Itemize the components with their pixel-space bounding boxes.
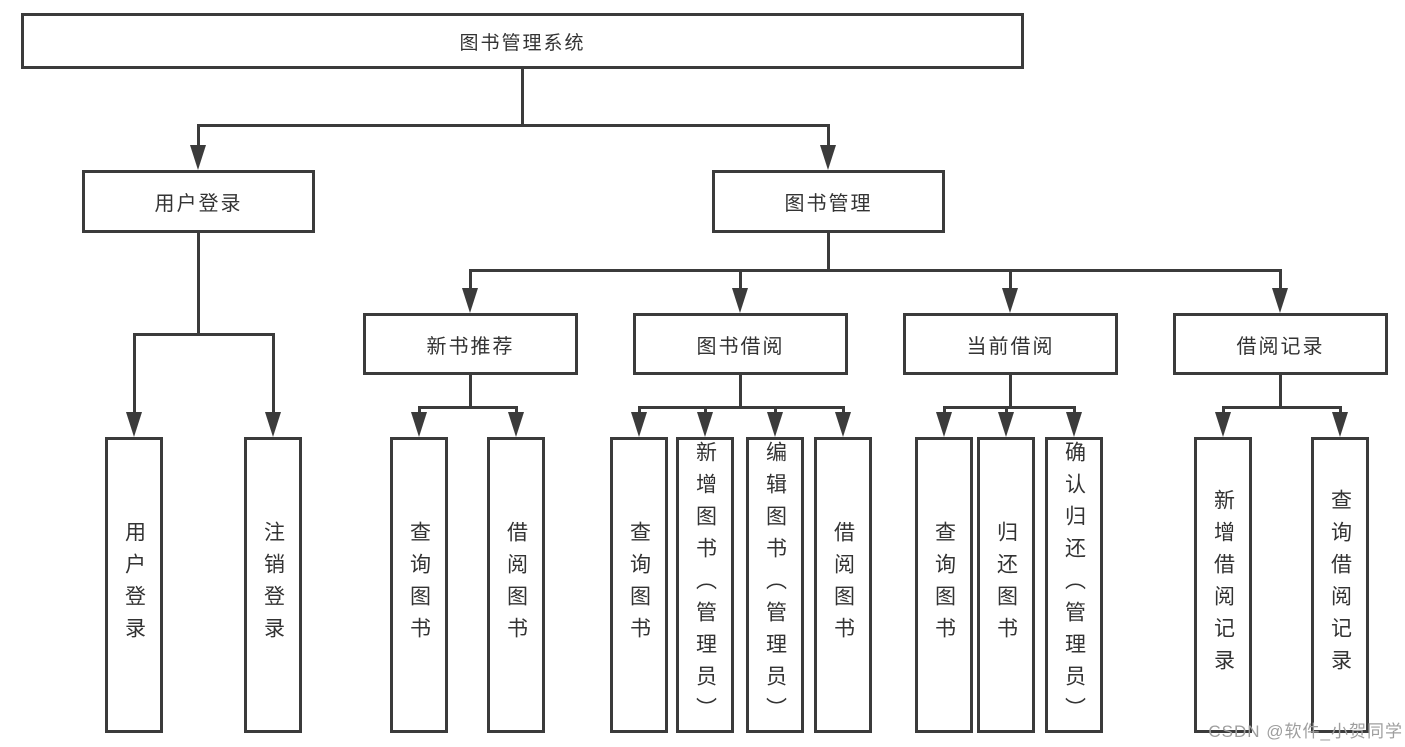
leaf-query-books-1: 查询图书 bbox=[390, 437, 448, 733]
node-label: 归还图书 bbox=[994, 521, 1018, 649]
arrowhead bbox=[190, 145, 206, 170]
connector-stem bbox=[842, 406, 845, 415]
arrowhead bbox=[936, 412, 952, 437]
node-label: 查询图书 bbox=[932, 521, 956, 649]
node-borrow-record: 借阅记录 bbox=[1173, 313, 1388, 375]
connector-stem bbox=[774, 406, 777, 415]
connector-hline bbox=[1222, 406, 1342, 409]
arrowhead bbox=[697, 412, 713, 437]
node-label: 查询借阅记录 bbox=[1328, 489, 1352, 681]
arrowhead bbox=[126, 412, 142, 437]
connector-stem bbox=[1005, 406, 1008, 415]
arrowhead bbox=[1215, 412, 1231, 437]
connector-vline bbox=[521, 69, 524, 127]
arrowhead bbox=[998, 412, 1014, 437]
connector-hline bbox=[418, 406, 518, 409]
leaf-user-login: 用户登录 bbox=[105, 437, 163, 733]
leaf-add-borrow-record: 新增借阅记录 bbox=[1194, 437, 1252, 733]
arrowhead bbox=[508, 412, 524, 437]
connector-vline bbox=[1009, 375, 1012, 408]
arrowhead bbox=[1332, 412, 1348, 437]
node-label: 查询图书 bbox=[407, 521, 431, 649]
connector-vline bbox=[197, 233, 200, 334]
node-user-login: 用户登录 bbox=[82, 170, 315, 233]
connector-stem bbox=[638, 406, 641, 415]
node-label: 编辑图书（管理员） bbox=[763, 441, 787, 729]
connector-hline bbox=[469, 269, 1282, 272]
node-label: 确认归还（管理员） bbox=[1062, 441, 1086, 729]
node-label: 查询图书 bbox=[627, 521, 651, 649]
connector-hline bbox=[133, 333, 275, 336]
connector-vline bbox=[739, 375, 742, 408]
connector-stem bbox=[469, 269, 472, 290]
arrowhead bbox=[1002, 288, 1018, 313]
connector-stem bbox=[1073, 406, 1076, 415]
node-label: 注销登录 bbox=[261, 521, 285, 649]
connector-stem bbox=[827, 124, 830, 146]
connector-stem bbox=[1279, 269, 1282, 290]
node-label: 当前借阅 bbox=[966, 335, 1055, 358]
connector-hline bbox=[638, 406, 845, 409]
connector-stem bbox=[1339, 406, 1342, 415]
connector-hline bbox=[197, 124, 830, 127]
leaf-add-books-admin: 新增图书（管理员） bbox=[676, 437, 734, 733]
connector-stem bbox=[418, 406, 421, 415]
arrowhead bbox=[265, 412, 281, 437]
leaf-query-books-2: 查询图书 bbox=[610, 437, 668, 733]
connector-hline bbox=[943, 406, 1076, 409]
node-label: 借阅记录 bbox=[1236, 335, 1325, 358]
arrowhead bbox=[411, 412, 427, 437]
node-label: 新书推荐 bbox=[426, 335, 515, 358]
connector-vline bbox=[827, 233, 830, 272]
connector-vline bbox=[1279, 375, 1282, 408]
connector-stem bbox=[197, 124, 200, 146]
node-label: 新增图书（管理员） bbox=[693, 441, 717, 729]
leaf-borrow-books-1: 借阅图书 bbox=[487, 437, 545, 733]
connector-stem bbox=[704, 406, 707, 415]
leaf-logout: 注销登录 bbox=[244, 437, 302, 733]
arrowhead bbox=[631, 412, 647, 437]
connector-stem bbox=[943, 406, 946, 415]
arrowhead bbox=[462, 288, 478, 313]
connector-stem bbox=[1009, 269, 1012, 290]
connector-stem bbox=[272, 333, 275, 413]
arrowhead bbox=[767, 412, 783, 437]
leaf-confirm-return-admin: 确认归还（管理员） bbox=[1045, 437, 1103, 733]
node-current-borrow: 当前借阅 bbox=[903, 313, 1118, 375]
node-label: 图书管理 bbox=[784, 193, 873, 215]
node-label: 用户登录 bbox=[122, 521, 146, 649]
leaf-edit-books-admin: 编辑图书（管理员） bbox=[746, 437, 804, 733]
node-new-book-recommend: 新书推荐 bbox=[363, 313, 578, 375]
node-label: 借阅图书 bbox=[831, 521, 855, 649]
arrowhead bbox=[1066, 412, 1082, 437]
connector-vline bbox=[469, 375, 472, 408]
leaf-borrow-books-2: 借阅图书 bbox=[814, 437, 872, 733]
connector-stem bbox=[515, 406, 518, 415]
csdn-watermark: CSDN @软件_小贺同学 bbox=[1208, 722, 1403, 741]
arrowhead bbox=[732, 288, 748, 313]
connector-stem bbox=[1222, 406, 1225, 415]
node-label: 借阅图书 bbox=[504, 521, 528, 649]
arrowhead bbox=[820, 145, 836, 170]
arrowhead bbox=[835, 412, 851, 437]
node-label: 用户登录 bbox=[154, 193, 243, 215]
node-root-library-system: 图书管理系统 bbox=[21, 13, 1024, 69]
leaf-return-books: 归还图书 bbox=[977, 437, 1035, 733]
node-book-borrow: 图书借阅 bbox=[633, 313, 848, 375]
leaf-query-books-3: 查询图书 bbox=[915, 437, 973, 733]
node-label: 新增借阅记录 bbox=[1211, 489, 1235, 681]
connector-stem bbox=[739, 269, 742, 290]
arrowhead bbox=[1272, 288, 1288, 313]
connector-stem bbox=[133, 333, 136, 413]
leaf-query-borrow-record: 查询借阅记录 bbox=[1311, 437, 1369, 733]
node-label: 图书借阅 bbox=[696, 335, 785, 358]
node-label: 图书管理系统 bbox=[459, 32, 586, 54]
node-book-management: 图书管理 bbox=[712, 170, 945, 233]
